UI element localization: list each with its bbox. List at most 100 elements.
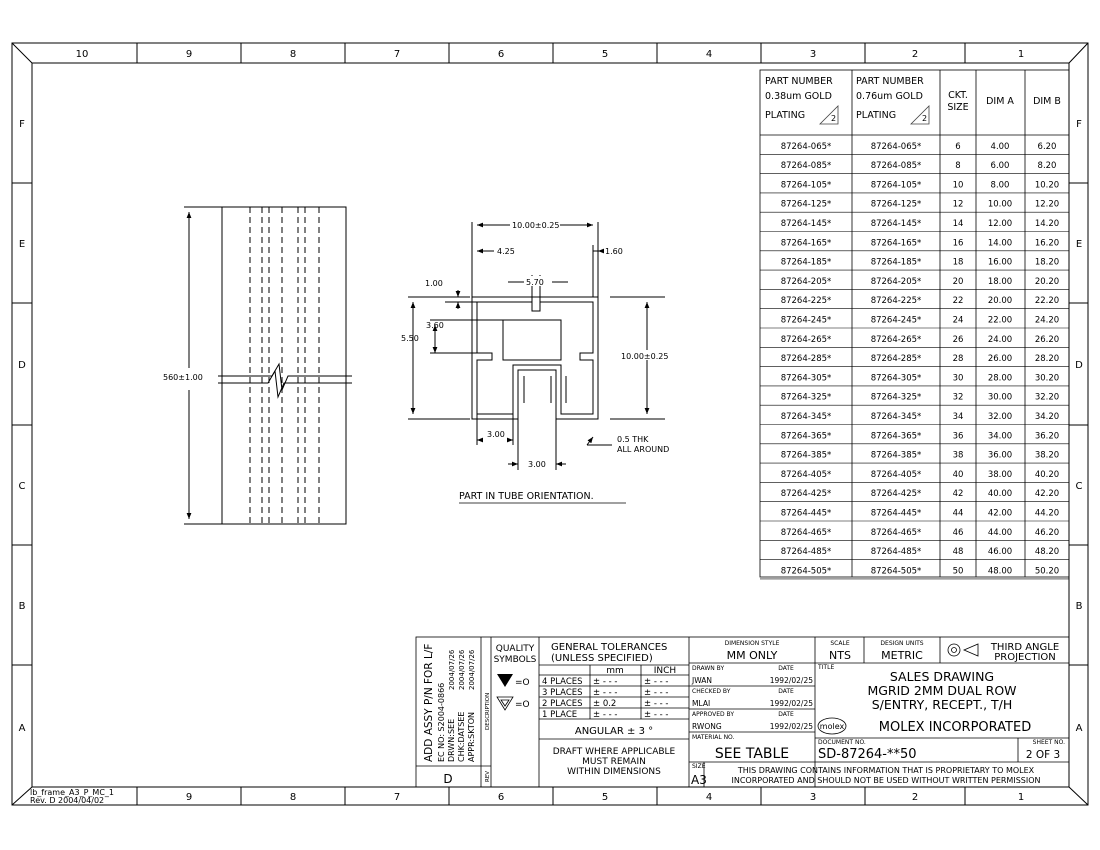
table-cell: 87264-325* [781, 393, 832, 403]
table-cell: 12.00 [988, 219, 1012, 229]
table-cell: 87264-085* [871, 161, 922, 171]
approval-block: DIMENSION STYLE MM ONLY DRAWN BY DATE JW… [691, 640, 813, 762]
general-tolerances: GENERAL TOLERANCES (UNLESS SPECIFIED) mm… [542, 642, 676, 777]
quality-symbols: QUALITY SYMBOLS =O =O [494, 644, 537, 711]
table-cell: 87264-485* [871, 547, 922, 557]
dim-5-50: 5.50 [401, 334, 419, 343]
table-cell: 87264-265* [871, 335, 922, 345]
title-block: ADD ASSY P/N FOR L/F EC NO: S2004-0866 D… [415, 636, 1070, 788]
grid-col-label: 2 [912, 792, 918, 803]
quality-label: QUALITY [496, 644, 535, 654]
table-cell: 87264-065* [871, 142, 922, 152]
table-cell: 10.20 [1035, 180, 1059, 190]
table-cell: 87264-205* [781, 277, 832, 287]
table-cell: 87264-385* [871, 451, 922, 461]
grid-col-label: 2 [912, 49, 918, 60]
table-cell: 16.00 [988, 258, 1012, 268]
checked-by: MLAI [692, 699, 710, 708]
table-cell: 6 [955, 142, 960, 152]
dim-3-00-b: 3.00 [528, 460, 546, 469]
tolerances-angular: ANGULAR ± 3 ° [575, 726, 653, 737]
grid-col-label: 6 [498, 792, 504, 803]
orientation-note: PART IN TUBE ORIENTATION. [459, 491, 594, 502]
sheet-number: 2 OF 3 [1026, 749, 1060, 761]
grid-row-label: B [19, 601, 26, 612]
part-number-table: PART NUMBER 0.38um GOLD PLATING PART NUM… [759, 69, 1070, 580]
dim-3-00-a: 3.00 [487, 430, 505, 439]
date-label: DATE [778, 665, 794, 672]
design-units: METRIC [881, 649, 923, 662]
table-cell: 20 [953, 277, 964, 287]
grid-col-label: 9 [186, 49, 192, 60]
quality-triangle-outline-icon [496, 696, 514, 711]
grid-col-label: 8 [290, 792, 296, 803]
grid-col-label: 10 [76, 49, 89, 60]
date-label: DATE [778, 688, 794, 695]
grid-col-label: 4 [706, 49, 712, 60]
cross-section-dimensions: 10.00±0.25 4.25 1.60 5.70 1.00 3.60 5.50… [401, 219, 672, 469]
grid-column-labels-top: 10 9 8 7 6 5 4 3 2 1 [76, 49, 1025, 60]
drawn-date: 1992/02/25 [770, 676, 813, 685]
title-line: MGRID 2MM DUAL ROW [867, 683, 1016, 698]
draft-note: MUST REMAIN [582, 757, 646, 767]
grid-col-label: 4 [706, 792, 712, 803]
revision-title: ADD ASSY P/N FOR L/F [423, 644, 435, 762]
table-cell: 46 [953, 528, 964, 538]
svg-text:molex: molex [820, 722, 845, 731]
tolerance-rows: 4 PLACES± - - -± - - -3 PLACES± - - -± -… [542, 677, 668, 720]
table-cell: 87264-065* [781, 142, 832, 152]
header-dim-b: DIM B [1033, 96, 1061, 107]
table-cell: 16 [953, 238, 964, 248]
table-cell: 87264-305* [871, 373, 922, 383]
grid-col-label: 5 [602, 792, 608, 803]
table-cell: 30.20 [1035, 373, 1059, 383]
grid-row-label: E [1076, 239, 1082, 250]
approved-by: RWONG [692, 722, 722, 731]
tolerance-cell: ± - - - [644, 688, 668, 698]
dim-1-60: 1.60 [605, 247, 623, 256]
tolerance-cell: ± - - - [593, 710, 617, 720]
material-value: SEE TABLE [715, 746, 789, 762]
table-cell: 87264-125* [781, 200, 832, 210]
revision-rev-label: REV [485, 771, 491, 782]
table-cell: 87264-105* [781, 180, 832, 190]
svg-text:2: 2 [831, 114, 836, 123]
table-cell: 26.00 [988, 354, 1012, 364]
table-cell: 42 [953, 489, 964, 499]
table-cell: 87264-405* [871, 470, 922, 480]
grid-col-label: 7 [394, 792, 400, 803]
company-name: MOLEX INCORPORATED [879, 720, 1031, 735]
approved-date: 1992/02/25 [770, 722, 813, 731]
table-cell: 38 [953, 451, 964, 461]
frame-note: lb_frame_A3_P_MC_1 [30, 788, 114, 797]
header-ckt: CKT. [948, 90, 968, 101]
table-cell: 40.20 [1035, 470, 1059, 480]
table-cell: 40 [953, 470, 964, 480]
header-ckt: SIZE [947, 102, 968, 113]
table-cell: 87264-085* [781, 161, 832, 171]
table-cell: 4.00 [991, 142, 1010, 152]
grid-col-label: 1 [1018, 49, 1024, 60]
revision-date: 2004/07/26 [448, 649, 456, 690]
title-label: TITLE [817, 664, 834, 671]
grid-row-label: D [1075, 360, 1083, 371]
title-block-grid [415, 636, 1070, 788]
revision-date: 2004/07/26 [458, 649, 466, 690]
tolerances-col-inch: INCH [654, 666, 676, 676]
note-thickness: ALL AROUND [617, 445, 669, 454]
table-cell: 87264-205* [871, 277, 922, 287]
table-cell: 26.20 [1035, 335, 1059, 345]
table-cell: 24.20 [1035, 316, 1059, 326]
frame-note: Rev. D 2004/04/02 [30, 796, 104, 805]
approved-by-label: APPROVED BY [692, 711, 734, 718]
table-cell: 87264-225* [781, 296, 832, 306]
proprietary-block: SIZE A3 THIS DRAWING CONTAINS INFORMATIO… [691, 763, 1041, 787]
table-cell: 42.20 [1035, 489, 1059, 499]
revision-appr: APPR:SKTON [467, 712, 476, 762]
note-triangle-icon: 2 [819, 105, 839, 125]
revision-date: 2004/07/26 [468, 649, 476, 690]
dim-3-60: 3.60 [426, 321, 444, 330]
header-col2: PLATING [856, 110, 896, 121]
table-cell: 38.20 [1035, 451, 1059, 461]
